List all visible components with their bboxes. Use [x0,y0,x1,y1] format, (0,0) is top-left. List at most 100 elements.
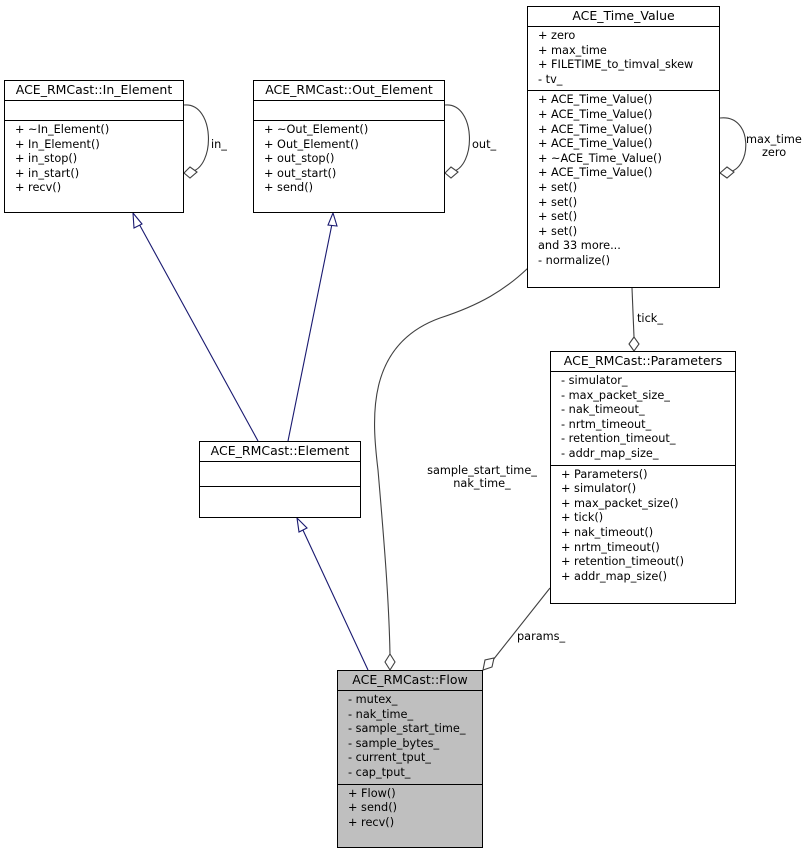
edge-label-max-time: max_time [746,133,802,146]
attributes-section: - simulator_- max_packet_size_- nak_time… [551,372,735,466]
class-attribute[interactable]: - nak_timeout_ [561,403,645,417]
class-method[interactable]: + Flow() [348,786,396,800]
methods-section: + Flow()+ send()+ recv() [338,785,482,834]
class-method[interactable]: + tick() [561,511,604,525]
class-title: ACE_RMCast::Out_Element [254,81,444,101]
class-attribute[interactable]: - max_packet_size_ [561,388,670,402]
edge-tick [631,287,635,338]
class-method[interactable]: + out_stop() [264,152,335,166]
edge-label-out: out_ [472,138,497,151]
class-attribute[interactable]: - tv_ [538,72,563,86]
class-method[interactable]: + ~In_Element() [15,123,110,136]
edge-inheritance-out-element [287,223,333,442]
attributes-section: + zero+ max_time+ FILETIME_to_timval_ske… [528,27,719,92]
methods-section: + ~Out_Element()+ Out_Element()+ out_sto… [254,121,444,199]
aggregation-diamond-icon [183,166,198,179]
edge-label-in: in_ [211,138,227,151]
edge-label-tick: tick_ [637,312,663,325]
class-method[interactable]: + recv() [348,815,395,829]
methods-section: + ACE_Time_Value()+ ACE_Time_Value()+ AC… [528,91,719,271]
inheritance-arrowhead-icon [327,211,338,227]
class-title: ACE_RMCast::Flow [338,671,482,691]
aggregation-diamond-icon [482,657,495,671]
class-attribute[interactable]: - sample_bytes_ [348,736,440,750]
class-node-time-value[interactable]: ACE_Time_Value + zero+ max_time+ FILETIM… [527,6,720,288]
class-method[interactable]: + out_start() [264,166,337,180]
edge-inheritance-element [301,527,369,671]
class-attribute[interactable]: - addr_map_size_ [561,446,659,460]
attributes-section [5,101,183,121]
class-method[interactable]: + recv() [15,181,62,195]
class-method[interactable]: + set() [538,210,578,224]
edge-time-to-flow [374,267,529,656]
class-method[interactable]: + nak_timeout() [561,525,654,539]
class-method[interactable]: and 33 more... [538,239,621,253]
class-node-flow[interactable]: ACE_RMCast::Flow - mutex_- nak_time_- sa… [337,670,483,848]
edge-params [492,587,551,661]
aggregation-diamond-icon [719,166,735,179]
class-method[interactable]: + addr_map_size() [561,569,668,583]
class-method[interactable]: + Out_Element() [264,137,359,151]
class-attribute[interactable]: - current_tput_ [348,751,431,765]
class-attribute[interactable]: - mutex_ [348,693,398,706]
class-method[interactable]: + ~ACE_Time_Value() [538,151,662,165]
class-attribute[interactable]: - cap_tput_ [348,765,411,779]
edge-inheritance-in-element [137,221,259,442]
class-method[interactable]: + ACE_Time_Value() [538,166,653,180]
class-method[interactable]: - normalize() [538,253,611,267]
class-method[interactable]: + ACE_Time_Value() [538,137,653,151]
inheritance-arrowhead-icon [132,211,143,229]
class-node-parameters[interactable]: ACE_RMCast::Parameters - simulator_- max… [550,351,736,604]
class-method[interactable]: + send() [264,181,314,195]
class-node-element[interactable]: ACE_RMCast::Element [199,441,361,518]
edge-label-zero: zero [762,146,787,159]
methods-section: + ~In_Element()+ In_Element()+ in_stop()… [5,121,183,199]
class-node-out-element[interactable]: ACE_RMCast::Out_Element + ~Out_Element()… [253,80,445,213]
aggregation-diamond-icon [444,166,459,179]
class-method[interactable]: + In_Element() [15,137,100,151]
methods-section [200,487,360,511]
edge-label-sample-start-time: sample_start_time_ [427,464,537,477]
class-title: ACE_RMCast::Element [200,442,360,462]
edge-label-nak-time: nak_time_ [453,477,511,490]
class-attribute[interactable]: + max_time [538,43,607,57]
class-method[interactable]: + set() [538,180,578,194]
class-method[interactable]: + ~Out_Element() [264,123,369,136]
class-attribute[interactable]: - retention_timeout_ [561,432,676,446]
attributes-section: - mutex_- nak_time_- sample_start_time_-… [338,691,482,785]
class-method[interactable]: + ACE_Time_Value() [538,93,653,107]
class-attribute[interactable]: - simulator_ [561,374,628,387]
class-method[interactable]: + Parameters() [561,467,648,481]
class-attribute[interactable]: - sample_start_time_ [348,722,466,736]
edge-self-time-value [719,117,747,173]
class-method[interactable]: + nrtm_timeout() [561,540,660,554]
methods-section: + Parameters()+ simulator()+ max_packet_… [551,466,735,588]
inheritance-arrowhead-icon [296,516,308,533]
class-method[interactable]: + retention_timeout() [561,555,685,569]
edge-self-out-element [444,104,470,173]
class-method[interactable]: + simulator() [561,482,637,496]
class-attribute[interactable]: - nrtm_timeout_ [561,417,652,431]
class-node-in-element[interactable]: ACE_RMCast::In_Element + ~In_Element()+ … [4,80,184,213]
class-title: ACE_RMCast::In_Element [5,81,183,101]
attributes-section [200,462,360,487]
class-method[interactable]: + max_packet_size() [561,496,679,510]
class-attribute[interactable]: + zero [538,29,576,42]
class-attribute[interactable]: + FILETIME_to_timval_skew [538,58,694,72]
class-method[interactable]: + ACE_Time_Value() [538,122,653,136]
edge-self-in-element [183,104,209,173]
aggregation-diamond-icon [384,652,396,672]
aggregation-diamond-icon [628,336,640,352]
class-method[interactable]: + in_start() [15,166,80,180]
class-method[interactable]: + ACE_Time_Value() [538,107,653,121]
class-method[interactable]: + in_stop() [15,152,78,166]
class-attribute[interactable]: - nak_time_ [348,707,414,721]
class-method[interactable]: + send() [348,801,398,815]
class-title: ACE_Time_Value [528,7,719,27]
class-method[interactable]: + set() [538,224,578,238]
edge-label-params: params_ [517,630,566,643]
class-method[interactable]: + set() [538,195,578,209]
attributes-section [254,101,444,121]
class-title: ACE_RMCast::Parameters [551,352,735,372]
